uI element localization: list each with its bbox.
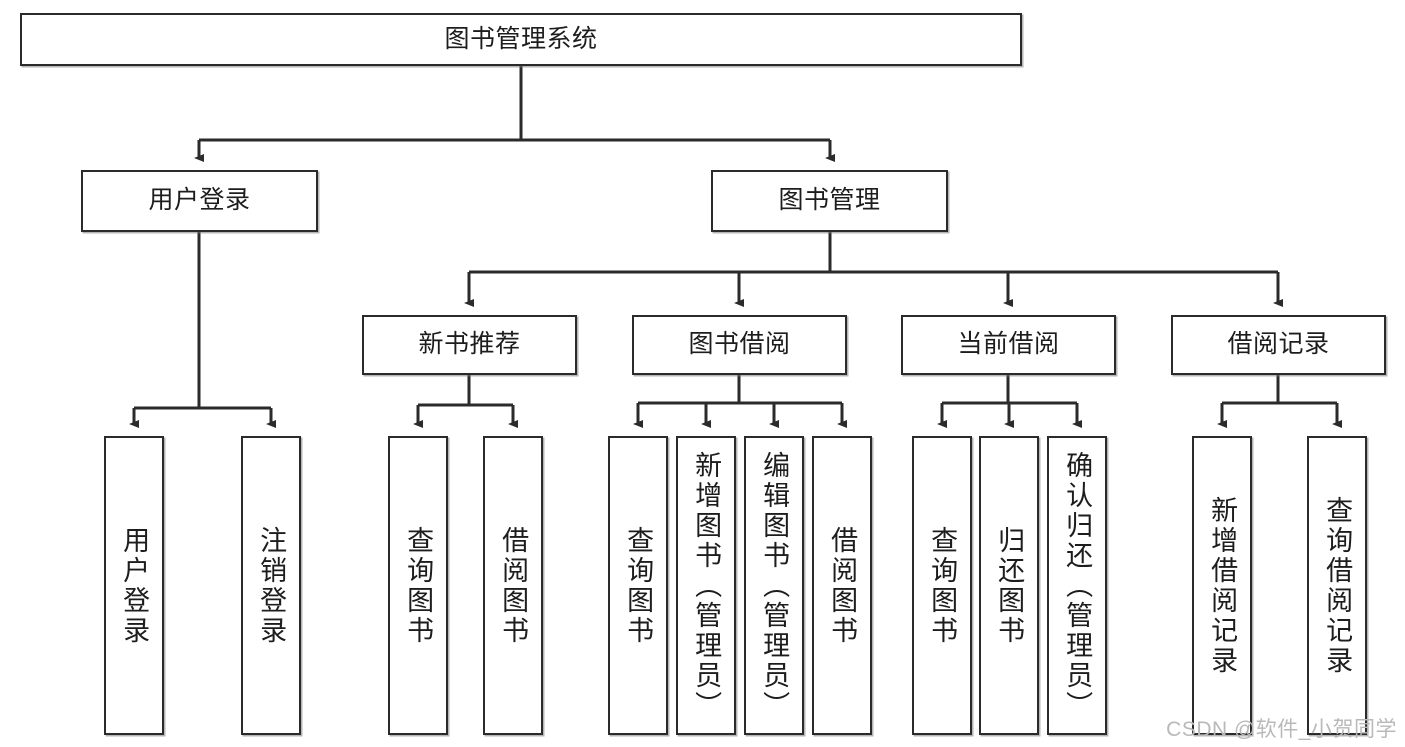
node-label: 当前借阅 [957, 330, 1060, 359]
node-label: 查询图书 [403, 525, 434, 646]
node-leaf-query-book-borrow[interactable]: 查询图书 [608, 436, 668, 735]
node-leaf-add-book-admin[interactable]: 新增图书（管理员） [676, 436, 736, 735]
node-label: 查询借阅记录 [1322, 495, 1353, 676]
node-label: 用户登录 [148, 186, 251, 215]
node-borrow-record[interactable]: 借阅记录 [1171, 315, 1386, 375]
node-label: 新增借阅记录 [1207, 495, 1238, 676]
node-label: 借阅记录 [1227, 330, 1330, 359]
node-label: 编辑图书（管理员） [759, 450, 790, 721]
node-label: 图书借阅 [688, 330, 791, 359]
node-leaf-confirm-return-admin[interactable]: 确认归还（管理员） [1047, 436, 1107, 735]
node-user-login[interactable]: 用户登录 [81, 170, 318, 232]
node-new-book-recommendation[interactable]: 新书推荐 [362, 315, 577, 375]
node-current-borrow[interactable]: 当前借阅 [901, 315, 1116, 375]
node-leaf-logout[interactable]: 注销登录 [241, 436, 301, 735]
node-leaf-edit-book-admin[interactable]: 编辑图书（管理员） [744, 436, 804, 735]
node-label: 查询图书 [623, 525, 654, 646]
node-label: 图书管理 [778, 186, 881, 215]
node-label: 归还图书 [994, 525, 1025, 646]
node-label: 用户登录 [119, 525, 150, 646]
node-book-borrow[interactable]: 图书借阅 [632, 315, 847, 375]
node-label: 借阅图书 [827, 525, 858, 646]
node-leaf-user-login[interactable]: 用户登录 [104, 436, 164, 735]
node-leaf-query-book-rec[interactable]: 查询图书 [388, 436, 448, 735]
node-book-manage[interactable]: 图书管理 [711, 170, 948, 232]
node-leaf-borrow-book-rec[interactable]: 借阅图书 [483, 436, 543, 735]
node-leaf-query-borrow-record[interactable]: 查询借阅记录 [1307, 436, 1367, 735]
node-label: 查询图书 [927, 525, 958, 646]
node-leaf-query-book-current[interactable]: 查询图书 [912, 436, 972, 735]
node-label: 确认归还（管理员） [1062, 450, 1093, 721]
node-leaf-add-borrow-record[interactable]: 新增借阅记录 [1192, 436, 1252, 735]
node-root-system[interactable]: 图书管理系统 [20, 13, 1022, 66]
node-label: 借阅图书 [498, 525, 529, 646]
node-label: 注销登录 [256, 525, 287, 646]
node-leaf-return-book[interactable]: 归还图书 [979, 436, 1039, 735]
node-label: 新书推荐 [418, 330, 521, 359]
node-label: 新增图书（管理员） [691, 450, 722, 721]
node-label: 图书管理系统 [444, 24, 598, 53]
node-leaf-borrow-book[interactable]: 借阅图书 [812, 436, 872, 735]
